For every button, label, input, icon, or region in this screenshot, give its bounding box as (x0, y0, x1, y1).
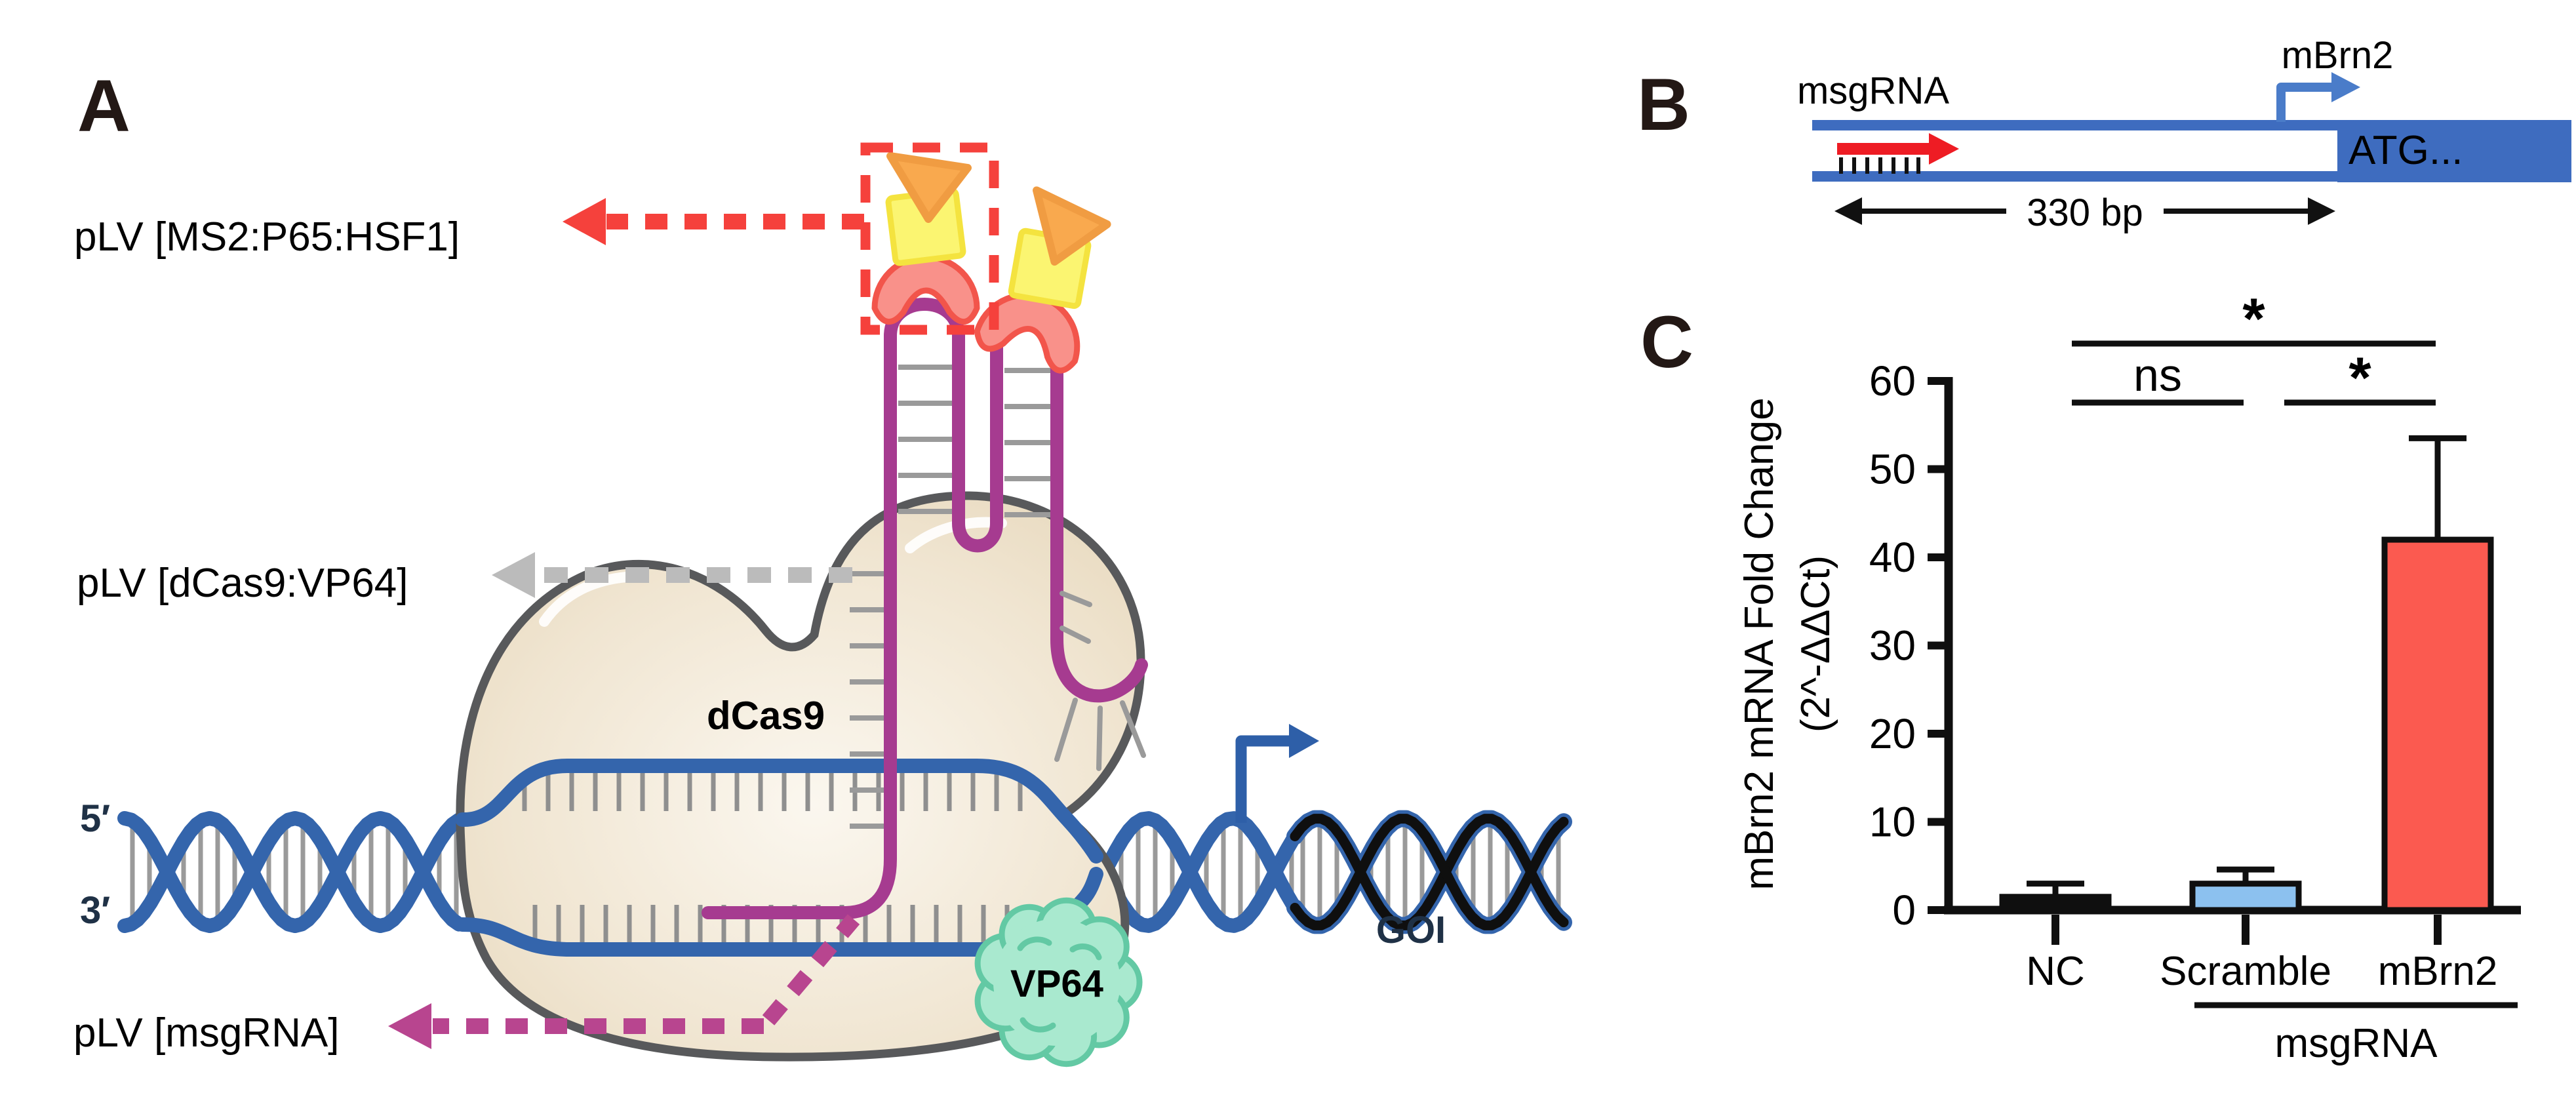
dna-strand (1290, 814, 1569, 930)
dcas9-label: dCas9 (707, 694, 825, 738)
gene-body-box (2337, 120, 2571, 182)
arrowhead-right (2308, 197, 2335, 225)
red-dashed-box (860, 142, 999, 335)
y-tick-label: 30 (1869, 622, 1916, 669)
y-tick-label: 10 (1869, 799, 1916, 846)
bar-NC (1999, 894, 2112, 913)
dna-strand-top (455, 759, 1103, 864)
dna-helix-right (1089, 811, 1307, 933)
panel-c: C mBrn2 mRNA Fold Change (2^-ΔΔCt) 0 10 20… (1640, 286, 2521, 1066)
panel-a-label: A (77, 65, 130, 147)
bar-Scramble (2189, 881, 2302, 913)
arrowhead-left (563, 198, 606, 245)
msgrna-arrow (388, 914, 860, 1049)
blob-highlight (539, 572, 631, 627)
sgrna-3prime-ticks (1054, 591, 1146, 771)
y-tick-label: 60 (1869, 357, 1916, 405)
three-prime-label: 3′ (80, 889, 110, 932)
atg-label: ATG... (2348, 128, 2463, 173)
dna-helix-goi (1286, 810, 1572, 934)
sig-label-star: * (2242, 286, 2265, 351)
ms2-p65-hsf1-complex (871, 152, 980, 325)
vp64-blob: VP64 (974, 897, 1143, 1067)
y-tick-label: 20 (1869, 710, 1916, 757)
ms2-p65-hsf1-complex (974, 186, 1111, 374)
plasmid-msgrna-label: pLV [msgRNA] (73, 1010, 339, 1056)
x-label-mBrn2: mBrn2 (2378, 949, 2498, 994)
gene-tss-arrow-icon (2276, 72, 2360, 122)
dna-strand (1089, 811, 1307, 933)
dcas9-arrow (492, 552, 852, 598)
plasmid-dcas9-label: pLV [dCas9:VP64] (77, 561, 408, 606)
panel-a: A pLV [MS2:P65:HSF1] pLV [dCas9:VP64] pL… (73, 65, 1572, 1067)
x-label-Scramble: Scramble (2160, 949, 2331, 994)
dna-helix-left (117, 811, 466, 933)
hybridization-ticks (1839, 157, 1920, 174)
group-label: msgRNA (2274, 1021, 2438, 1066)
ms2-triangle (886, 152, 972, 223)
arrowhead-left (1834, 197, 1862, 225)
plasmid-ms2-label: pLV [MS2:P65:HSF1] (74, 214, 460, 260)
y-tick-label: 0 (1892, 886, 1916, 934)
x-label-NC: NC (2026, 949, 2085, 994)
dna-strand (117, 811, 466, 933)
tss-arrow-icon (1235, 724, 1319, 823)
msgrna-target-arrow-icon (1837, 133, 1959, 174)
dna-strand (117, 811, 466, 933)
sig-label-ns: ns (2133, 349, 2182, 401)
msgrna-b-label: msgRNA (1797, 70, 1949, 112)
sgrna-path (702, 298, 1148, 919)
y-tick-label: 40 (1869, 534, 1916, 581)
ms2-arrow (563, 198, 864, 245)
panel-b: B msgRNA mBrn2 ATG... 330 bp (1637, 34, 2571, 234)
vp64-squiggles (1017, 936, 1102, 1033)
sig-label-star: * (2348, 345, 2371, 410)
vp64-label: VP64 (1010, 963, 1103, 1005)
panel-b-label: B (1637, 64, 1690, 146)
five-prime-label: 5′ (80, 797, 110, 840)
goi-label: GOI (1376, 909, 1446, 951)
y-axis-label-line2: (2^-ΔΔCt) (1793, 555, 1838, 732)
sgrna (702, 298, 1148, 919)
y-axis-label-line1: mBrn2 mRNA Fold Change (1737, 397, 1782, 890)
distance-label: 330 bp (2027, 191, 2143, 234)
panel-c-label: C (1640, 301, 1694, 383)
mbrn2-gene-label: mBrn2 (2282, 34, 2394, 77)
distance-annotation: 330 bp (1834, 191, 2335, 234)
arrowhead-left (492, 552, 535, 598)
bar-mBrn2 (2381, 536, 2494, 913)
dna-strand (1089, 811, 1307, 933)
ms2-triangle (1033, 186, 1111, 266)
y-tick-label: 50 (1869, 446, 1916, 493)
arrowhead-left (388, 1003, 431, 1049)
dna-strand (1290, 814, 1569, 930)
